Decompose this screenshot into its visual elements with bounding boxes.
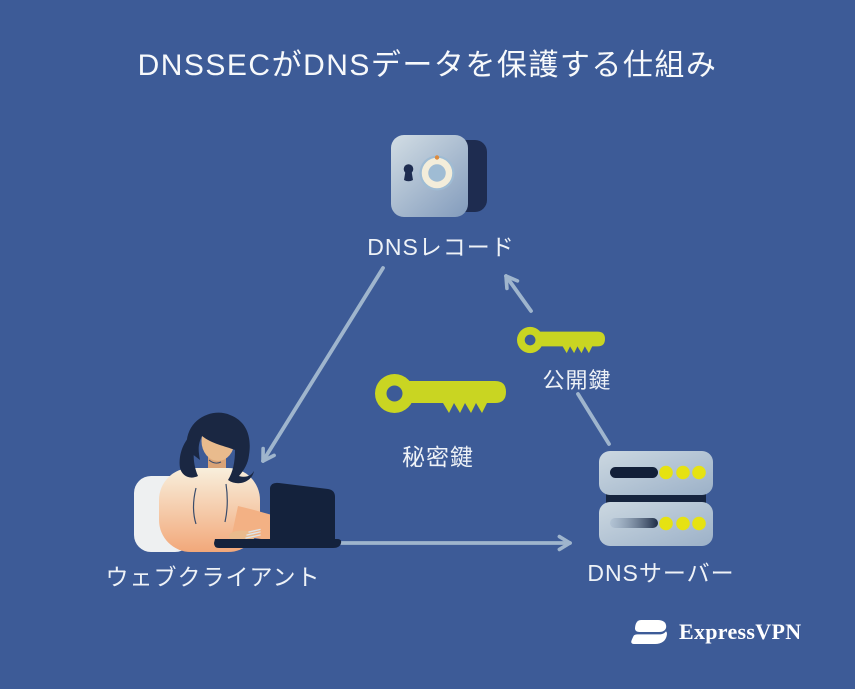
page-title: DNSSECがDNSデータを保護する仕組み bbox=[137, 49, 718, 82]
keyhole-icon bbox=[403, 164, 414, 182]
private-key-icon bbox=[375, 374, 506, 413]
person-laptop-illustration bbox=[134, 412, 342, 552]
public-key-icon bbox=[517, 326, 605, 354]
label-web-client: ウェブクライアント bbox=[105, 564, 321, 590]
arrow-server-to-record-lower bbox=[576, 392, 611, 446]
label-dns-server: DNSサーバー bbox=[587, 560, 735, 586]
expressvpn-logo: ExpressVPN bbox=[630, 617, 801, 647]
expressvpn-logo-text: ExpressVPN bbox=[679, 619, 802, 644]
arrow-record-to-client bbox=[261, 266, 385, 463]
label-private-key: 秘密鍵 bbox=[402, 444, 474, 470]
expressvpn-logo-icon bbox=[631, 620, 667, 644]
label-dns-record: DNSレコード bbox=[367, 234, 515, 260]
arrow-server-to-record-upper bbox=[504, 274, 533, 313]
label-public-key: 公開鍵 bbox=[542, 368, 612, 393]
server-icon bbox=[599, 451, 713, 546]
hair-shape bbox=[179, 412, 254, 484]
safe-icon bbox=[391, 135, 487, 217]
